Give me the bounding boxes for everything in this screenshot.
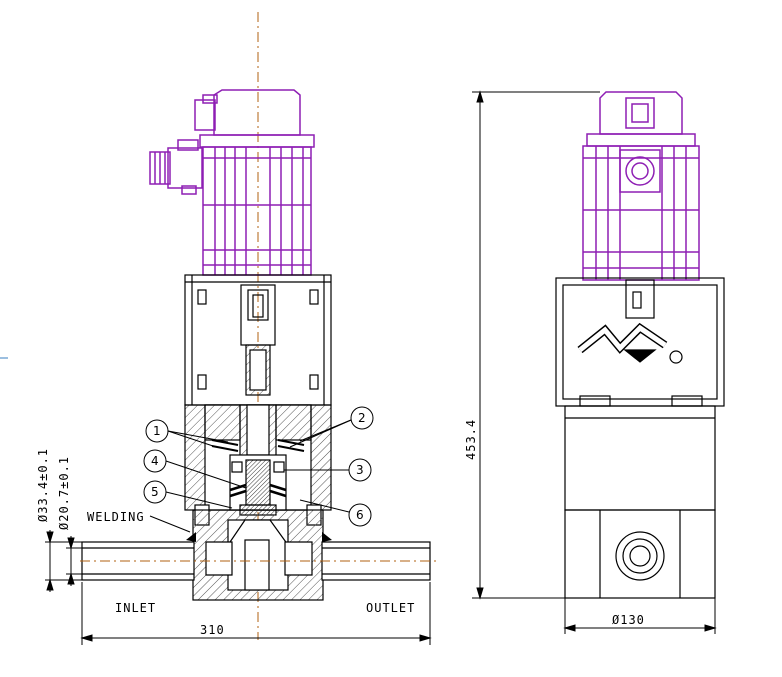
adapter-bracket — [184, 274, 332, 406]
inlet-label: INLET — [115, 601, 156, 615]
side-body — [564, 405, 716, 599]
length-value: 310 — [200, 623, 225, 637]
callout-5: 5 — [151, 485, 159, 499]
pipe-inlet — [81, 541, 195, 581]
callout-group — [143, 406, 374, 533]
pipe-diameter-dimensions — [45, 530, 82, 592]
welding-label: WELDING — [87, 510, 145, 524]
side-view: 453.4 Ø130 — [464, 90, 725, 634]
side-actuator — [582, 91, 700, 281]
callout-6: 6 — [356, 508, 364, 522]
bonnet-section — [184, 404, 332, 526]
height-dimension — [472, 90, 600, 600]
callout-2: 2 — [358, 411, 366, 425]
spring-right — [277, 439, 305, 452]
welding-bead-right — [322, 532, 332, 542]
inner-diameter-label: Ø20.7±0.1 — [57, 456, 71, 530]
side-bracket — [555, 277, 725, 407]
callout-4: 4 — [151, 454, 159, 468]
length-dimension — [80, 582, 432, 645]
valve-body — [192, 509, 324, 601]
flange-diameter-dimension — [563, 598, 717, 634]
height-value: 453.4 — [464, 419, 478, 460]
logo-dot — [669, 350, 683, 364]
actuator-motor — [149, 89, 315, 276]
flange-diameter-value: Ø130 — [612, 613, 645, 627]
callout-3: 3 — [356, 463, 364, 477]
callout-1: 1 — [153, 424, 161, 438]
section-view: 1 2 3 4 5 6 WELDING INLET OUTLET 310 — [36, 12, 440, 645]
spring-left — [211, 439, 239, 452]
outlet-label: OUTLET — [366, 601, 415, 615]
welding-bead-left — [186, 532, 196, 542]
outer-diameter-label: Ø33.4±0.1 — [36, 448, 50, 522]
